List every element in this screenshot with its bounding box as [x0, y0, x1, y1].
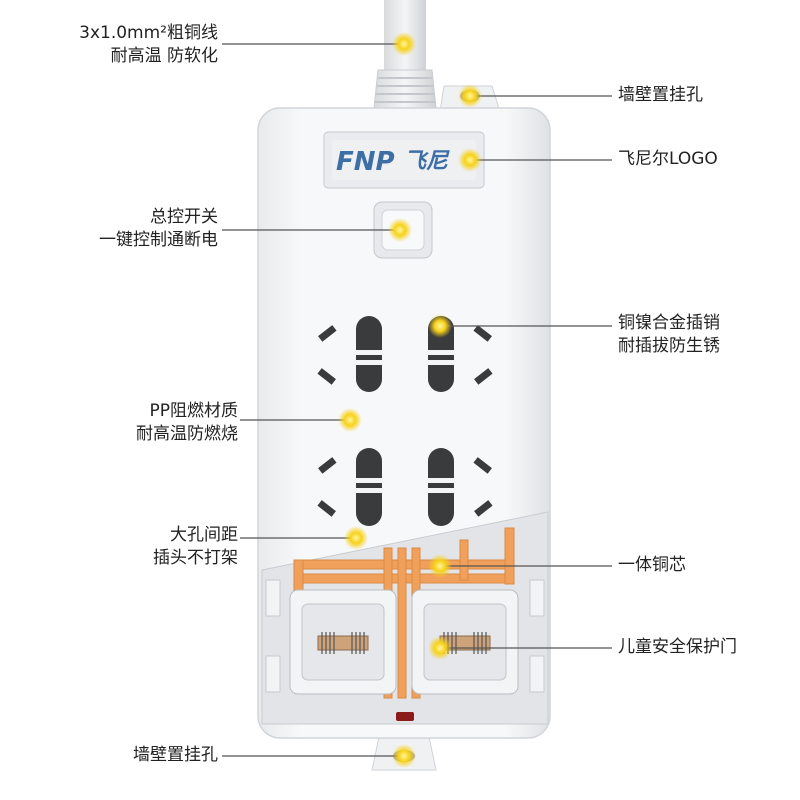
- dot-copper: [428, 554, 452, 578]
- socket-1[interactable]: [317, 316, 384, 392]
- dot-spacing: [344, 526, 368, 550]
- callout-logo: 飞尼尔LOGO: [618, 149, 718, 169]
- callout-copper-core: 一体铜芯: [618, 555, 686, 575]
- dot-logo: [458, 148, 482, 172]
- logo-cn: 飞尼: [404, 149, 450, 174]
- dot-bottom-hook: [392, 744, 416, 768]
- logo-text: FNP: [336, 147, 395, 177]
- callout-spacing: 大孔间距 插头不打架: [153, 525, 238, 568]
- safety-shutter-right: [411, 589, 519, 695]
- callout-dots: [338, 32, 482, 768]
- socket-4[interactable]: [426, 448, 493, 526]
- dot-pins: [428, 314, 452, 338]
- callout-switch: 总控开关 一键控制通断电: [99, 207, 218, 250]
- callout-material: PP阻燃材质 耐高温防燃烧: [136, 401, 238, 444]
- dot-wire: [392, 32, 416, 56]
- cutaway-interior: [261, 511, 549, 725]
- dot-shutter: [428, 636, 452, 660]
- socket-3[interactable]: [317, 448, 384, 526]
- callout-wire: 3x1.0mm²粗铜线 耐高温 防软化: [79, 23, 218, 66]
- socket-face: [317, 316, 493, 526]
- logo-plate: FNP 飞尼: [323, 131, 485, 189]
- callout-top-hook: 墙壁置挂孔: [618, 85, 703, 105]
- callout-pins: 铜镍合金插销 耐插拔防生锈: [618, 313, 720, 356]
- dot-material: [338, 408, 362, 432]
- leader-lines: [222, 43, 612, 757]
- callout-bottom-hook: 墙壁置挂孔: [133, 745, 218, 765]
- dot-top-hook: [458, 84, 482, 108]
- safety-shutter-left: [289, 589, 397, 695]
- dot-switch: [388, 218, 412, 242]
- callout-shutter: 儿童安全保护门: [618, 637, 737, 657]
- indicator-light: [396, 712, 414, 721]
